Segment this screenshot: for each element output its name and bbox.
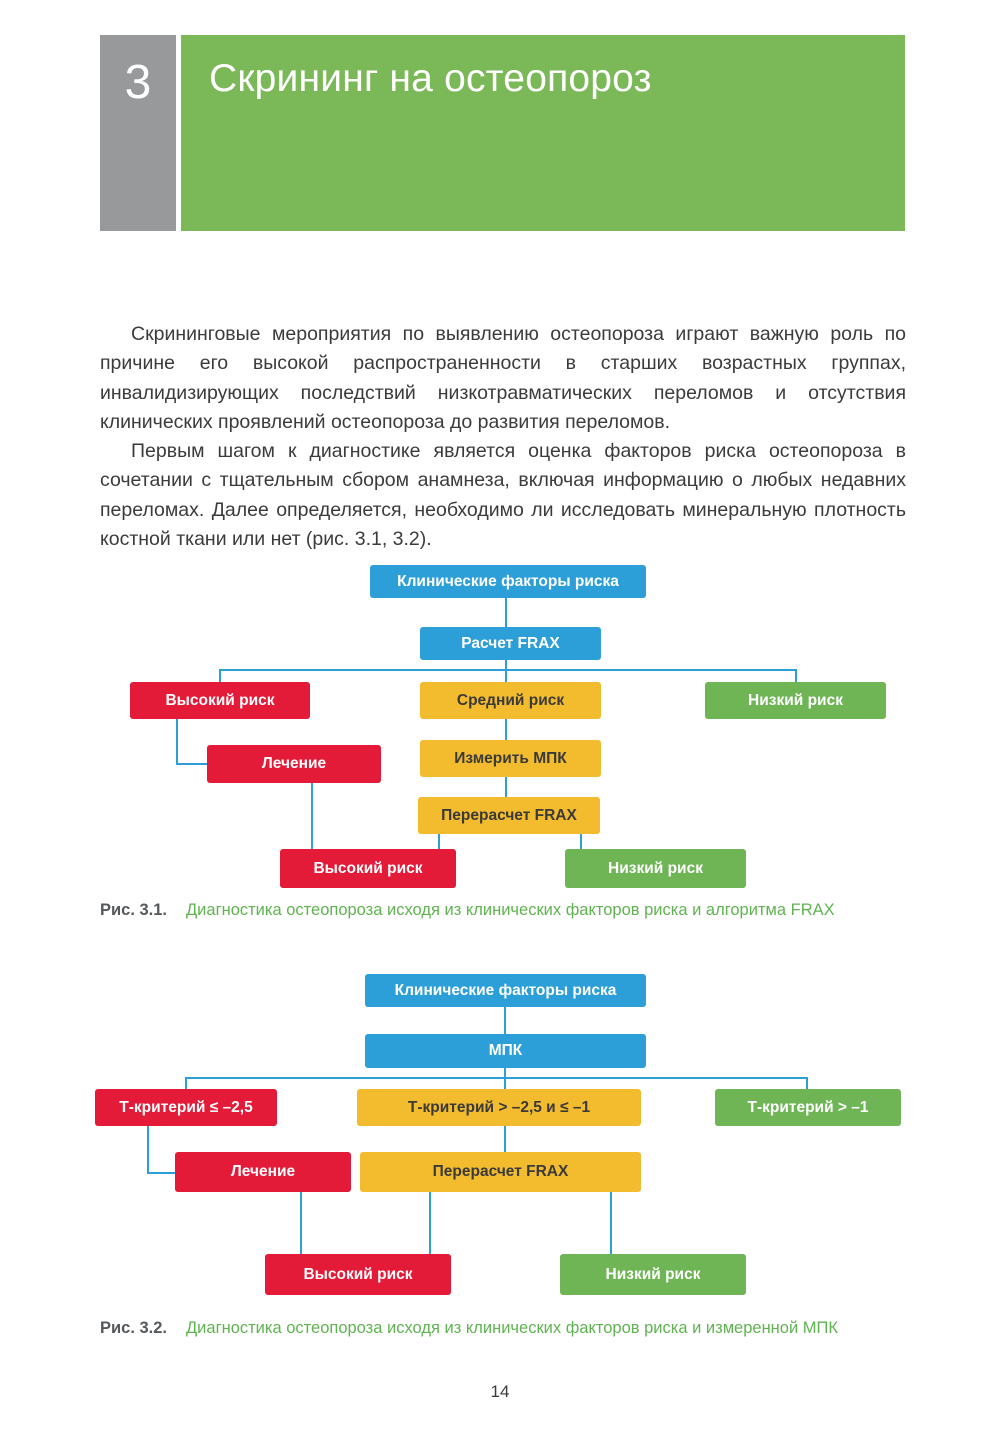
chapter-title-bar: Скрининг на остеопороз xyxy=(181,35,905,231)
fig1-connector-factors-to-frax xyxy=(505,597,507,628)
fig1-node-high-risk-final: Высокий риск xyxy=(280,849,456,888)
paragraph-1: Скрининговые мероприятия по выявлению ос… xyxy=(100,323,906,433)
fig2-connector-t-mid-to-recalc xyxy=(504,1126,506,1153)
fig2-connector-to-t-high xyxy=(806,1077,808,1090)
figure-3-2-caption-label: Рис. 3.2. xyxy=(100,1319,168,1337)
fig1-connector-treatment-to-high-final xyxy=(311,783,313,850)
fig2-connector-to-t-low xyxy=(185,1077,187,1090)
chapter-title: Скрининг на остеопороз xyxy=(209,57,652,100)
fig2-node-t-score-mid: Т-критерий > –2,5 и ≤ –1 xyxy=(357,1089,641,1126)
fig2-node-t-score-low: Т-критерий ≤ –2,5 xyxy=(95,1089,277,1126)
fig1-connector-measure-to-recalc xyxy=(505,777,507,798)
fig1-connector-branch-horizontal xyxy=(219,669,797,671)
fig2-connector-bmd-down xyxy=(504,1068,506,1090)
fig1-connector-medium-to-measure xyxy=(505,718,507,742)
fig2-node-low-risk: Низкий риск xyxy=(560,1254,746,1295)
figure-3-1-caption-label: Рис. 3.1. xyxy=(100,901,168,919)
fig1-connector-recalc-to-low-final xyxy=(580,833,582,850)
figure-3-1-caption-text: Диагностика остеопороза исходя из клинич… xyxy=(186,901,835,919)
fig2-connector-branch-horizontal xyxy=(185,1077,808,1079)
fig1-node-high-risk: Высокий риск xyxy=(130,682,310,719)
figure-3-2-caption-text: Диагностика остеопороза исходя из клинич… xyxy=(186,1319,838,1337)
fig2-connector-into-treatment xyxy=(147,1172,177,1174)
fig2-connector-t-low-down xyxy=(147,1126,149,1174)
fig1-node-frax-calculation: Расчет FRAX xyxy=(420,627,601,660)
body-text: Скрининговые мероприятия по выявлению ос… xyxy=(100,320,906,554)
fig1-node-frax-recalculation: Перерасчет FRAX xyxy=(418,797,600,834)
fig1-connector-to-high-risk xyxy=(219,669,221,683)
fig1-connector-frax-down xyxy=(505,659,507,683)
fig1-node-low-risk: Низкий риск xyxy=(705,682,886,719)
fig2-node-bmd: МПК xyxy=(365,1034,646,1068)
fig1-node-measure-bmd: Измерить МПК xyxy=(420,740,601,777)
figure-3-2-caption: Рис. 3.2. Диагностика остеопороза исходя… xyxy=(100,1316,912,1340)
fig1-connector-recalc-to-high-final xyxy=(438,833,440,850)
fig1-connector-to-low-risk xyxy=(795,669,797,683)
fig2-node-t-score-high: Т-критерий > –1 xyxy=(715,1089,901,1126)
paragraph-2: Первым шагом к диагностике является оцен… xyxy=(100,440,906,551)
fig1-connector-high-risk-down xyxy=(176,718,178,765)
figure-3-1-caption: Рис. 3.1. Диагностика остеопороза исходя… xyxy=(100,898,912,922)
fig2-connector-factors-to-bmd xyxy=(504,1007,506,1035)
fig1-node-medium-risk: Средний риск xyxy=(420,682,601,719)
fig1-connector-into-treatment xyxy=(176,763,208,765)
fig2-connector-treatment-to-high xyxy=(300,1192,302,1255)
fig1-node-low-risk-final: Низкий риск xyxy=(565,849,746,888)
page-number: 14 xyxy=(490,1382,510,1401)
chapter-number: 3 xyxy=(124,56,152,109)
fig2-connector-recalc-to-low xyxy=(610,1192,612,1255)
chapter-number-box: 3 xyxy=(100,35,176,231)
fig2-connector-recalc-to-high xyxy=(429,1192,431,1255)
fig2-node-treatment: Лечение xyxy=(175,1152,351,1192)
fig1-node-clinical-risk-factors: Клинические факторы риска xyxy=(370,565,646,598)
fig2-node-frax-recalculation: Перерасчет FRAX xyxy=(360,1152,641,1192)
fig1-node-treatment: Лечение xyxy=(207,745,381,783)
fig2-node-clinical-risk-factors: Клинические факторы риска xyxy=(365,974,646,1007)
fig2-node-high-risk: Высокий риск xyxy=(265,1254,451,1295)
